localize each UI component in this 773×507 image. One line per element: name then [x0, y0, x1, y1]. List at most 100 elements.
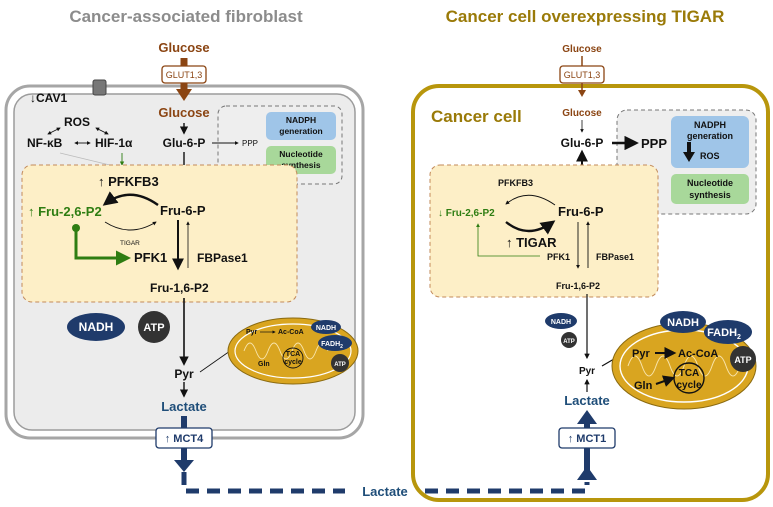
left-ros: ROS	[64, 115, 90, 129]
hif-label: HIF-1α	[95, 136, 133, 150]
left-fru6p: Fru-6-P	[160, 203, 206, 218]
lactate-shuttle-right-segment	[425, 482, 590, 494]
right-mct1-label: ↑ MCT1	[568, 433, 607, 445]
left-tigar: TIGAR	[120, 240, 140, 247]
left-nadh: NADH	[79, 320, 114, 334]
left-mito-nadh: NADH	[316, 325, 336, 332]
right-atp-small-badge	[561, 332, 577, 348]
left-nucleotide-line2: synthesis	[281, 160, 320, 170]
lactate-shuttle-left-segment	[181, 472, 345, 494]
right-glucose-extracellular: Glucose	[562, 44, 602, 55]
left-mito-fadh: FADH2	[321, 341, 343, 350]
right-nucleotide-box	[671, 174, 749, 204]
left-mitochondrion	[227, 317, 359, 385]
right-mito-pyr: Pyr	[632, 348, 650, 360]
nfkb-link-line	[59, 152, 119, 168]
left-atp: ATP	[143, 322, 164, 334]
right-pyr: Pyr	[579, 366, 595, 377]
right-nadh-small: NADH	[551, 319, 571, 326]
ros-nfkb-arrow	[47, 127, 61, 135]
left-activation-dot-icon	[72, 224, 80, 232]
right-glut-label: GLUT1,3	[564, 70, 601, 80]
right-mito-gln: Gln	[634, 380, 653, 392]
left-pyr: Pyr	[174, 367, 194, 381]
right-nadph-line1: NADPH	[694, 120, 726, 130]
right-nadh-small-badge	[545, 313, 577, 329]
left-glu6p: Glu-6-P	[163, 136, 206, 150]
right-atp-small: ATP	[563, 339, 575, 345]
right-mito-tca-2: cycle	[676, 380, 701, 391]
right-mito-acoa: Ac-CoA	[678, 348, 718, 360]
lactate-shuttle-label: Lactate	[362, 484, 408, 499]
left-fbpase1: FBPase1	[197, 251, 248, 265]
right-glu6p: Glu-6-P	[561, 136, 604, 150]
right-glycolysis-box	[429, 164, 659, 298]
right-fru26p2: ↓ Fru-2,6-P2	[438, 208, 495, 219]
left-export-arrowhead-icon	[174, 460, 194, 472]
left-pfkfb3: ↑ PFKFB3	[98, 174, 159, 189]
left-glucose-extracellular: Glucose	[158, 40, 209, 55]
left-nadph-line2: generation	[279, 126, 322, 136]
right-nucleotide-line2: synthesis	[689, 190, 731, 200]
right-ros-arrowhead-icon	[683, 152, 695, 162]
left-tigar-thin-arrow	[104, 221, 157, 231]
right-pfkfb3-thin-arrow	[505, 194, 556, 206]
left-mito-tca-2: cycle	[284, 359, 302, 366]
right-ros: ROS	[700, 151, 720, 161]
right-glucose-intracellular: Glucose	[562, 108, 602, 119]
right-mito-atp: ATP	[734, 355, 751, 365]
right-glucose-arrowhead-icon	[578, 90, 586, 97]
cav1-label: ↓CAV1	[30, 91, 67, 105]
left-fru16p2: Fru-1,6-P2	[150, 281, 209, 295]
right-fru26p2-activation-arrow	[476, 223, 540, 257]
left-glut-box	[161, 65, 207, 84]
right-tigar-thick-arrow	[505, 220, 556, 235]
right-ppp: PPP	[641, 136, 667, 151]
left-nadph-box	[266, 112, 336, 140]
left-lactate: Lactate	[161, 399, 207, 414]
left-pfk1: PFK1	[134, 250, 167, 265]
left-glut-label: GLUT1,3	[166, 70, 203, 80]
right-mito-gln-arrow	[655, 375, 676, 387]
left-mito-fadh-badge	[318, 335, 352, 351]
right-nadph-line2: generation	[687, 131, 733, 141]
right-mito-fadh: FADH2	[707, 327, 741, 341]
right-pfkfb3: PFKFB3	[498, 178, 533, 188]
left-pfkfb3-thick-arrow	[102, 191, 159, 206]
left-mct4-label: ↑ MCT4	[165, 433, 204, 445]
left-glycolysis-box	[21, 164, 298, 303]
left-mito-atp-badge	[331, 354, 349, 372]
right-nucleotide-line1: Nucleotide	[687, 178, 733, 188]
right-mito-atp-badge	[730, 346, 756, 372]
right-mito-fadh-badge	[704, 320, 752, 344]
right-title: Cancer cell overexpressing TIGAR	[446, 7, 725, 26]
right-mito-nadh-badge	[660, 311, 706, 333]
left-fru26p2-activation-arrow	[74, 228, 131, 266]
cav1-marker-icon	[92, 79, 107, 96]
left-mito-nadh-badge	[311, 320, 341, 334]
right-fru16p2: Fru-1,6-P2	[556, 281, 600, 291]
left-fru26p2: ↑ Fru-2,6-P2	[28, 204, 102, 219]
left-nadh-badge	[67, 313, 125, 341]
ros-hif-arrow	[95, 127, 109, 135]
right-entry-arrowhead-icon	[577, 466, 597, 480]
right-tigar: ↑ TIGAR	[506, 235, 557, 250]
right-glut-box	[559, 65, 605, 84]
nfkb-label: NF-κB	[27, 136, 63, 150]
left-glucose-arrowhead-icon	[176, 89, 192, 101]
right-mito-nadh: NADH	[667, 317, 699, 329]
left-glucose-intracellular: Glucose	[158, 105, 209, 120]
right-mito-tca-1: TCA	[679, 368, 700, 379]
right-fru6p: Fru-6-P	[558, 204, 604, 219]
left-nucleotide-line1: Nucleotide	[279, 149, 323, 159]
right-cell-label: Cancer cell	[431, 107, 522, 126]
left-nadph-line1: NADPH	[286, 115, 316, 125]
left-mito-atp: ATP	[334, 362, 346, 368]
left-title: Cancer-associated fibroblast	[69, 7, 303, 26]
left-mito-acoa: Ac-CoA	[278, 329, 304, 336]
left-mito-gln: Gln	[258, 361, 270, 368]
left-mito-tca-1: TCA	[286, 351, 300, 358]
right-lactate: Lactate	[564, 393, 610, 408]
